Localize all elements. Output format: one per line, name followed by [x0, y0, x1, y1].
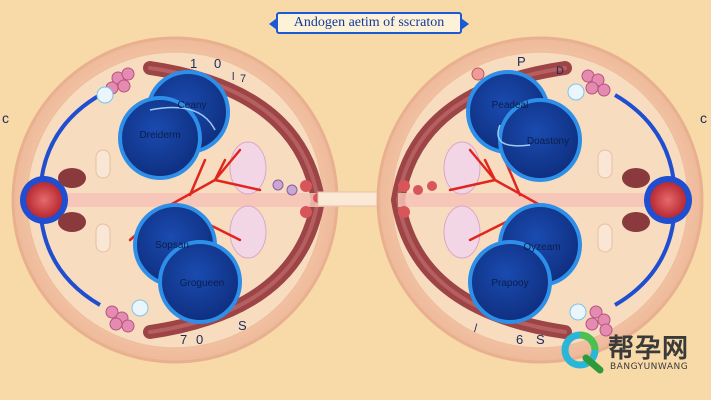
right-capsule-top	[597, 149, 613, 179]
right-band-node-2	[398, 206, 410, 218]
right-bubble-top-stroke	[497, 124, 531, 147]
left-cluster-top	[105, 67, 135, 95]
left-lobe-bottom	[58, 212, 86, 232]
left-top-numeral-2: 0	[214, 56, 221, 71]
left-horizontal-band	[60, 193, 340, 207]
left-cell-top	[229, 141, 267, 195]
right-label-top-lower: Doastony	[527, 136, 569, 147]
left-cluster-bottom	[105, 305, 135, 333]
title-banner: Andogen aetim of sscraton	[269, 12, 469, 34]
left-label-bottom-lower: Grogueen	[180, 278, 224, 289]
left-side-mark: 7	[240, 73, 246, 85]
left-top-numeral-1: 1	[190, 56, 197, 71]
left-edge-letter: c	[2, 110, 9, 126]
left-bubble-top-stroke	[149, 106, 216, 131]
watermark-chinese: 帮孕网	[608, 334, 690, 364]
left-band-node-4	[300, 206, 312, 218]
right-label-top-upper: Peadeal	[492, 100, 529, 111]
left-cluster-bottom-bubble	[131, 299, 149, 317]
right-lobe-bottom	[622, 212, 650, 232]
left-band-node-2	[286, 184, 298, 196]
left-panel: Ceany Dreiderm Sopsan Grogueen 1 0 l 7 7…	[11, 36, 340, 364]
left-bottom-letter: S	[238, 318, 247, 333]
right-label-bottom-upper: Oyzeam	[523, 242, 560, 253]
left-bottom-numeral-1: 7	[180, 332, 187, 347]
right-edge-letter: c	[700, 110, 707, 126]
left-lobe-top	[58, 168, 86, 188]
right-top-letter: P	[517, 54, 526, 69]
right-band-node-3	[413, 185, 423, 195]
left-band-node-3	[300, 180, 312, 192]
left-bubble-top-lower	[118, 96, 202, 180]
watermark-latin: BANGYUNWANG	[610, 362, 689, 372]
right-lobe-top	[622, 168, 650, 188]
left-node	[26, 182, 62, 218]
right-cluster-top-bubble	[567, 83, 585, 101]
watermark-q-icon	[561, 331, 604, 374]
right-cluster-top	[581, 69, 611, 97]
right-node	[650, 182, 686, 218]
right-cell-top	[443, 141, 481, 195]
right-label-bottom-lower: Prapooy	[491, 278, 528, 289]
left-label-top-lower: Dreiderm	[139, 130, 180, 141]
right-bottom-numeral: 6	[516, 332, 523, 347]
right-bottom-letter-left: /	[474, 321, 478, 335]
left-band-node-1	[272, 179, 284, 191]
left-top-small: l	[232, 71, 234, 83]
left-cluster-top-bubble	[96, 86, 114, 104]
right-band-node-4	[427, 181, 437, 191]
right-cluster-bottom-bubble	[569, 303, 587, 321]
right-cell-bottom	[443, 205, 481, 259]
left-label-bottom-upper: Sopsan	[155, 240, 189, 251]
right-bottom-letter: S	[536, 332, 545, 347]
left-bottom-numeral-2: 0	[196, 332, 203, 347]
right-cluster-bottom	[585, 305, 613, 337]
right-band-node-1	[398, 180, 410, 192]
watermark-logo: 帮孕网 BANGYUNWANG	[560, 326, 710, 378]
right-bubble-bottom-lower	[468, 240, 552, 324]
diagram-title: Andogen aetim of sscraton	[293, 15, 445, 30]
left-label-top-upper: Ceany	[178, 100, 207, 111]
right-band-node-5	[471, 67, 485, 81]
left-bubble-bottom-lower	[158, 240, 242, 324]
right-panel: Peadeal Doastony Oyzeam Prapooy P D / 6 …	[376, 36, 704, 364]
right-top-mark: D	[556, 65, 564, 77]
left-capsule-bottom	[95, 223, 111, 253]
left-cell-bottom	[229, 205, 267, 259]
left-capsule-top	[95, 149, 111, 179]
right-capsule-bottom	[597, 223, 613, 253]
